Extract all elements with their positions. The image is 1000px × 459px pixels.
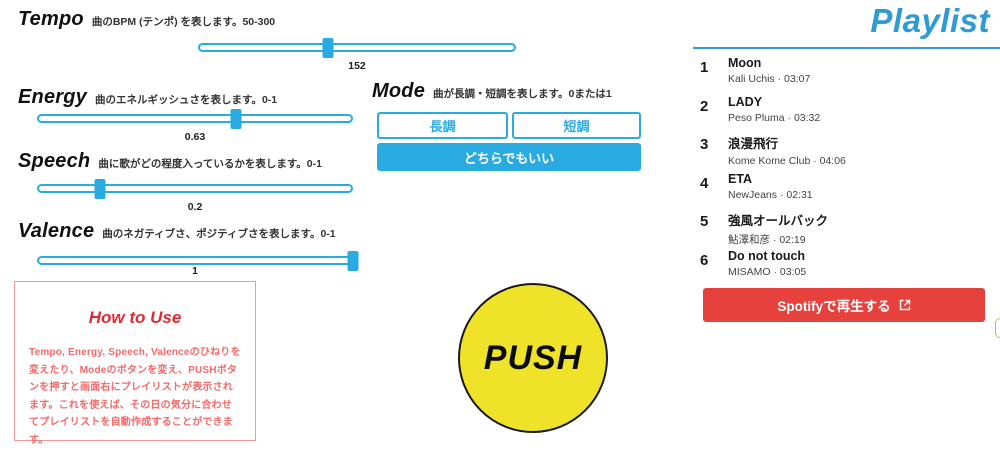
mode-either-button[interactable]: どちらでもいい: [377, 143, 641, 171]
how-to-use-panel: How to Use Tempo, Energy, Speech, Valenc…: [14, 281, 256, 446]
valence-slider[interactable]: [37, 251, 359, 271]
tempo-slider-track[interactable]: [198, 43, 516, 52]
energy-slider-track[interactable]: [37, 114, 353, 123]
track-number: 5: [700, 213, 709, 230]
track-info: Do not touch MISAMO · 03:05: [728, 249, 806, 288]
mode-major-button[interactable]: 長調: [377, 112, 508, 139]
playlist-track-row[interactable]: 6 Do not touch MISAMO · 03:05: [700, 249, 990, 288]
track-title: Do not touch: [728, 248, 806, 263]
track-info: 強風オールバック 鮎澤和彦 · 02:19: [728, 210, 828, 249]
mode-heading: Mode 曲が長調・短調を表します。0または1: [372, 80, 612, 103]
play-on-spotify-label: Spotifyで再生する: [777, 299, 891, 314]
energy-slider-thumb[interactable]: [230, 109, 242, 129]
playlist-track-list: 1 Moon Kali Uchis · 03:07 2 LADY Peso Pl…: [700, 56, 990, 287]
track-title: 強風オールバック: [728, 214, 829, 228]
push-button-label: PUSH: [483, 338, 583, 377]
edge-partial-button[interactable]: [995, 318, 1000, 338]
speech-label: Speech: [18, 150, 91, 172]
track-artist-duration: NewJeans · 02:31: [728, 188, 813, 201]
track-artist-duration: Kali Uchis · 03:07: [728, 73, 811, 85]
track-number: 4: [700, 174, 709, 192]
track-info: 浪漫飛行 Kome Kome Club · 04:06: [728, 133, 846, 172]
valence-description: 曲のネガティブさ、ポジティブさを表します。0-1: [102, 228, 336, 240]
how-to-use-body: Tempo, Energy, Speech, Valenceのひねりを変えたり、…: [29, 347, 241, 446]
tempo-slider-thumb[interactable]: [322, 38, 334, 58]
playlist-track-row[interactable]: 1 Moon Kali Uchis · 03:07: [700, 56, 990, 95]
track-artist-duration: Kome Kome Club · 04:06: [728, 155, 846, 167]
track-number: 2: [700, 97, 709, 115]
mode-minor-button[interactable]: 短調: [512, 112, 641, 139]
track-title: ETA: [728, 171, 753, 186]
valence-heading: Valence 曲のネガティブさ、ポジティブさを表します。0-1: [18, 220, 336, 243]
energy-description: 曲のエネルギッシュさを表します。0-1: [95, 94, 278, 106]
speech-slider[interactable]: [37, 179, 353, 199]
tempo-slider[interactable]: [198, 38, 516, 58]
speech-slider-track[interactable]: [37, 184, 353, 193]
track-title: Moon: [728, 56, 762, 70]
valence-label: Valence: [18, 220, 95, 242]
energy-label: Energy: [18, 86, 88, 108]
track-artist-duration: MISAMO · 03:05: [728, 265, 807, 278]
playlist-title: Playlist: [870, 2, 990, 39]
track-artist-duration: 鮎澤和彦 · 02:19: [728, 234, 806, 246]
track-title: 浪漫飛行: [728, 137, 779, 151]
external-link-icon: [899, 299, 910, 311]
playlist-track-row[interactable]: 4 ETA NewJeans · 02:31: [700, 172, 990, 211]
energy-value: 0.63: [184, 131, 206, 143]
playlist-track-row[interactable]: 3 浪漫飛行 Kome Kome Club · 04:06: [700, 133, 990, 172]
energy-slider[interactable]: [37, 109, 353, 129]
speech-description: 曲に歌がどの程度入っているかを表します。0-1: [98, 158, 322, 170]
mode-description: 曲が長調・短調を表します。0または1: [433, 88, 612, 100]
track-info: LADY Peso Pluma · 03:32: [728, 95, 820, 134]
tempo-value: 152: [348, 60, 366, 72]
track-number: 6: [700, 251, 709, 269]
mode-label: Mode: [372, 80, 426, 102]
playlist-divider: [693, 47, 1000, 49]
tempo-description: 曲のBPM (テンポ) を表します。50-300: [91, 16, 276, 28]
valence-value: 1: [192, 265, 198, 277]
speech-heading: Speech 曲に歌がどの程度入っているかを表します。0-1: [18, 150, 322, 173]
how-to-use-title: How to Use: [88, 308, 182, 327]
push-button[interactable]: PUSH: [458, 283, 608, 433]
playlist-track-row[interactable]: 2 LADY Peso Pluma · 03:32: [700, 95, 990, 134]
track-info: ETA NewJeans · 02:31: [728, 172, 813, 211]
track-number: 3: [700, 136, 709, 153]
valence-slider-track[interactable]: [37, 256, 353, 265]
track-artist-duration: Peso Pluma · 03:32: [728, 111, 821, 124]
speech-value: 0.2: [187, 201, 203, 213]
play-on-spotify-button[interactable]: Spotifyで再生する: [703, 288, 985, 322]
tempo-heading: Tempo 曲のBPM (テンポ) を表します。50-300: [18, 8, 275, 31]
speech-slider-thumb[interactable]: [94, 179, 106, 199]
track-title: LADY: [728, 94, 763, 109]
track-number: 1: [700, 59, 709, 76]
track-info: Moon Kali Uchis · 03:07: [728, 56, 810, 95]
energy-heading: Energy 曲のエネルギッシュさを表します。0-1: [18, 86, 277, 109]
playlist-track-row[interactable]: 5 強風オールバック 鮎澤和彦 · 02:19: [700, 210, 990, 249]
valence-slider-thumb[interactable]: [347, 251, 359, 271]
tempo-label: Tempo: [18, 8, 84, 30]
